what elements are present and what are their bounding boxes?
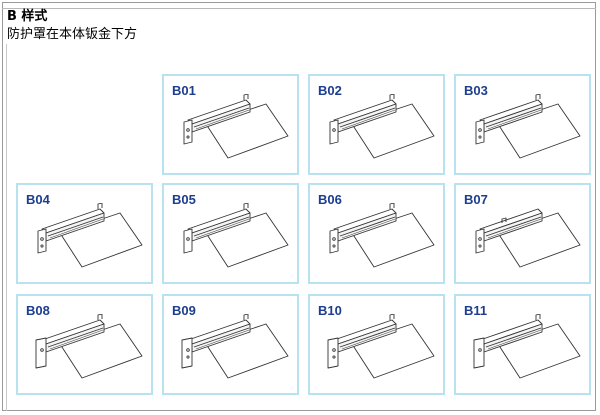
- style-code-label: B09: [172, 303, 196, 318]
- style-option-card-b01[interactable]: B01: [162, 74, 299, 175]
- cover-under-sheet-metal-variant-3-icon: [475, 94, 581, 159]
- style-option-card-b07[interactable]: B07: [454, 183, 591, 284]
- style-option-card-b03[interactable]: B03: [454, 74, 591, 175]
- style-code-label: B11: [464, 303, 488, 318]
- style-code-label: B03: [464, 83, 488, 98]
- style-option-card-b02[interactable]: B02: [308, 74, 445, 175]
- style-code-label: B04: [26, 192, 50, 207]
- style-code-label: B10: [318, 303, 342, 318]
- header-divider: [2, 8, 596, 9]
- left-divider: [6, 44, 7, 411]
- style-option-card-b04[interactable]: B04: [16, 183, 153, 284]
- cover-under-sheet-metal-variant-1-icon: [183, 94, 289, 159]
- style-code-label: B01: [172, 83, 196, 98]
- cover-under-sheet-metal-variant-4-icon: [37, 203, 143, 268]
- page-title: B 样式: [7, 9, 48, 24]
- style-code-label: B05: [172, 192, 196, 207]
- style-option-card-b05[interactable]: B05: [162, 183, 299, 284]
- cover-under-sheet-metal-variant-11-icon: [473, 314, 581, 379]
- cover-under-sheet-metal-variant-9-icon: [181, 314, 289, 379]
- page-subtitle: 防护罩在本体钣金下方: [7, 27, 138, 42]
- style-option-card-b08[interactable]: B08: [16, 294, 153, 395]
- style-option-card-b10[interactable]: B10: [308, 294, 445, 395]
- style-code-label: B08: [26, 303, 50, 318]
- cover-under-sheet-metal-variant-5-icon: [183, 203, 289, 268]
- cover-under-sheet-metal-variant-10-icon: [327, 314, 435, 379]
- style-option-card-b11[interactable]: B11: [454, 294, 591, 395]
- style-code-label: B06: [318, 192, 342, 207]
- style-code-label: B02: [318, 83, 342, 98]
- cover-under-sheet-metal-variant-7-icon: [475, 208, 581, 268]
- cover-under-sheet-metal-variant-2-icon: [329, 94, 435, 159]
- cover-under-sheet-metal-variant-6-icon: [329, 203, 435, 268]
- style-option-card-b06[interactable]: B06: [308, 183, 445, 284]
- style-option-card-b09[interactable]: B09: [162, 294, 299, 395]
- style-code-label: B07: [464, 192, 488, 207]
- cover-under-sheet-metal-variant-8-icon: [35, 314, 143, 379]
